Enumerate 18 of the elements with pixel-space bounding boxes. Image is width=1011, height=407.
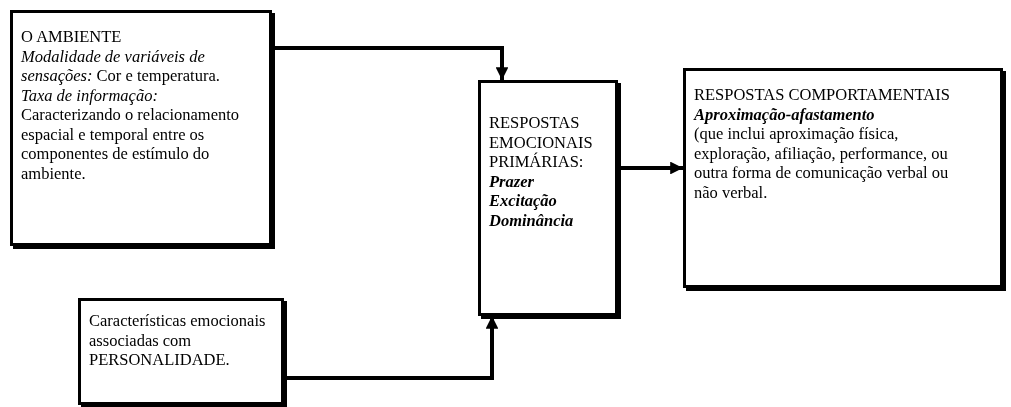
- text-box: [478, 80, 618, 316]
- arrow: [272, 46, 509, 80]
- box-text: Prazer: [489, 171, 535, 191]
- box-text: Modalidade de variáveis de sensações: Cor e temperatura.: [21, 46, 221, 86]
- box-text: Taxa de informação: Caracterizando o relacionamento espacial e temporal entre os componentes de estímulo do ambiente.: [21, 85, 241, 183]
- text-box: [683, 68, 1003, 288]
- box-text: RESPOSTAS COMPORTAMENTAIS: [694, 85, 951, 105]
- box-text: Aproximação-afastamento: [694, 104, 876, 124]
- box-text: O AMBIENTE: [21, 27, 123, 47]
- text-box: [10, 10, 272, 246]
- arrow: [618, 161, 683, 175]
- box-text: Dominância: [489, 210, 575, 230]
- box-text: Excitação: [489, 191, 558, 211]
- text-box: [78, 298, 284, 405]
- box-text: Características emocionais associadas com PERSONALIDADE.: [89, 311, 267, 370]
- box-text: RESPOSTAS EMOCIONAIS PRIMÁRIAS:: [489, 113, 594, 172]
- arrow: [284, 316, 499, 380]
- box-text: (que inclui aproximação física, exploração, afiliação, performance, ou outra forma de comunicação verbal ou não verbal.: [694, 124, 950, 202]
